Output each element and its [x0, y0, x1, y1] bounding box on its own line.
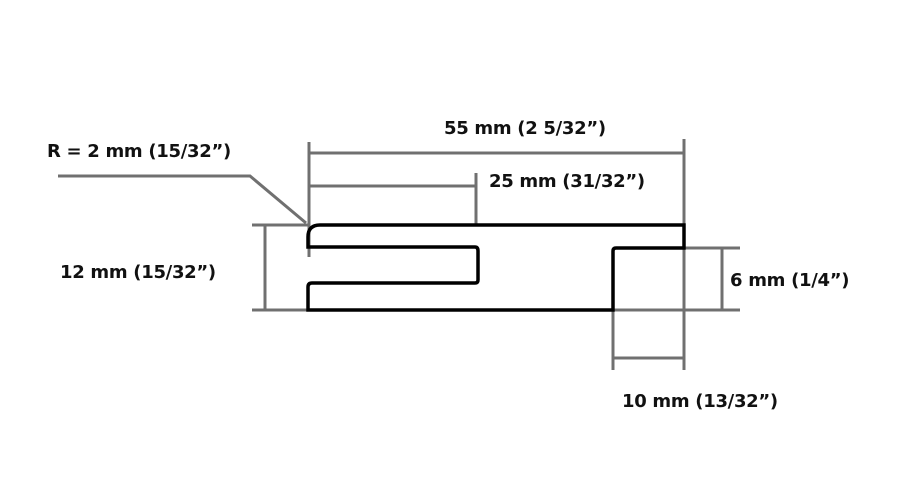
overall-width-label: 55 mm (2 5/32”) [444, 118, 606, 139]
dimension-25mm [309, 173, 478, 225]
groove-depth-label: 25 mm (31/32”) [489, 171, 645, 192]
thickness-label: 12 mm (15/32”) [60, 262, 216, 283]
dimension-6mm [613, 246, 740, 312]
board-profile [306, 223, 686, 312]
radius-label: R = 2 mm (15/32”) [47, 141, 231, 162]
dimension-10mm [611, 310, 684, 370]
step-width-label: 10 mm (13/32”) [622, 391, 778, 412]
radius-leader [58, 174, 307, 225]
step-height-label: 6 mm (1/4”) [730, 270, 850, 291]
dimension-12mm [252, 223, 309, 312]
